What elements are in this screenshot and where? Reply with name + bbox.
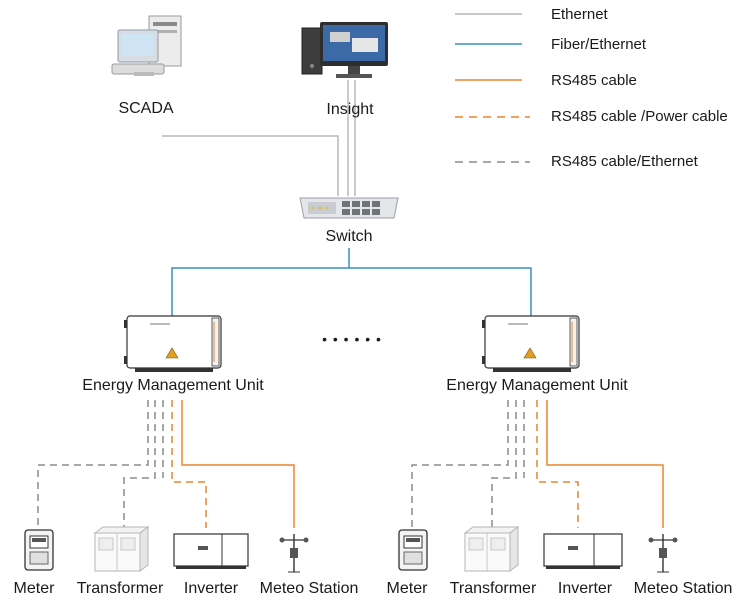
ethernet-links [162,80,356,196]
emu-right-meter-line [411,400,509,528]
device-label-transformer-right: Transformer [449,580,537,597]
switch-label: Switch [325,228,373,245]
legend-label-rs485-power-cable: RS485 cable /Power cable [551,108,728,125]
legend-label-ethernet: Ethernet [551,6,608,23]
scada-to-switch-line [162,135,339,196]
scada-computer-icon [111,15,182,76]
emu-left-icon [124,315,222,372]
legend-label-fiber-ethernet: Fiber/Ethernet [551,36,647,53]
meter-icon-left [24,529,54,571]
insight-label: Insight [326,101,374,118]
emu-left-inverter-line [171,400,207,528]
device-label-meter-left: Meter [13,580,55,597]
device-label-inverter-left: Inverter [183,580,239,597]
device-label-meteo-station-left: Meteo Station [259,580,359,597]
legend-label-rs485-ethernet: RS485 cable/Ethernet [551,153,698,170]
transformer-icon-left [93,526,150,572]
meter-icon-right [398,529,428,571]
device-label-meter-right: Meter [386,580,428,597]
scada-label: SCADA [118,100,174,117]
emu-left-meteo-line [181,400,295,528]
insight-workstation-icon [301,22,388,78]
emu-left-transformer-line [123,400,156,528]
inverter-icon-left [173,533,249,569]
switch-to-emu-left-line [171,248,350,318]
emu-left-links [37,400,295,528]
inverter-icon-right [543,533,623,569]
fiber-links [171,248,532,318]
emu-right-transformer-line [491,400,517,528]
emu-left-label: Energy Management Unit [82,377,264,394]
legend-samples [455,13,530,163]
meteo-station-icon-left [279,534,309,573]
emu-left-meter-line [37,400,149,528]
emu-right-inverter-line [536,400,579,528]
device-label-meteo-station-right: Meteo Station [633,580,733,597]
emu-right-icon [482,315,580,372]
ellipsis-more-units: • • • • • • [322,331,382,347]
switch-icon [299,197,399,219]
device-label-inverter-right: Inverter [557,580,613,597]
meteo-station-icon-right [648,534,678,573]
transformer-icon-right [463,526,520,572]
device-label-transformer-left: Transformer [76,580,164,597]
emu-right-links [411,400,664,528]
switch-to-emu-right-line [349,267,532,318]
emu-right-label: Energy Management Unit [446,377,628,394]
emu-right-meteo-line [546,400,664,528]
legend-label-rs485-cable: RS485 cable [551,72,637,89]
